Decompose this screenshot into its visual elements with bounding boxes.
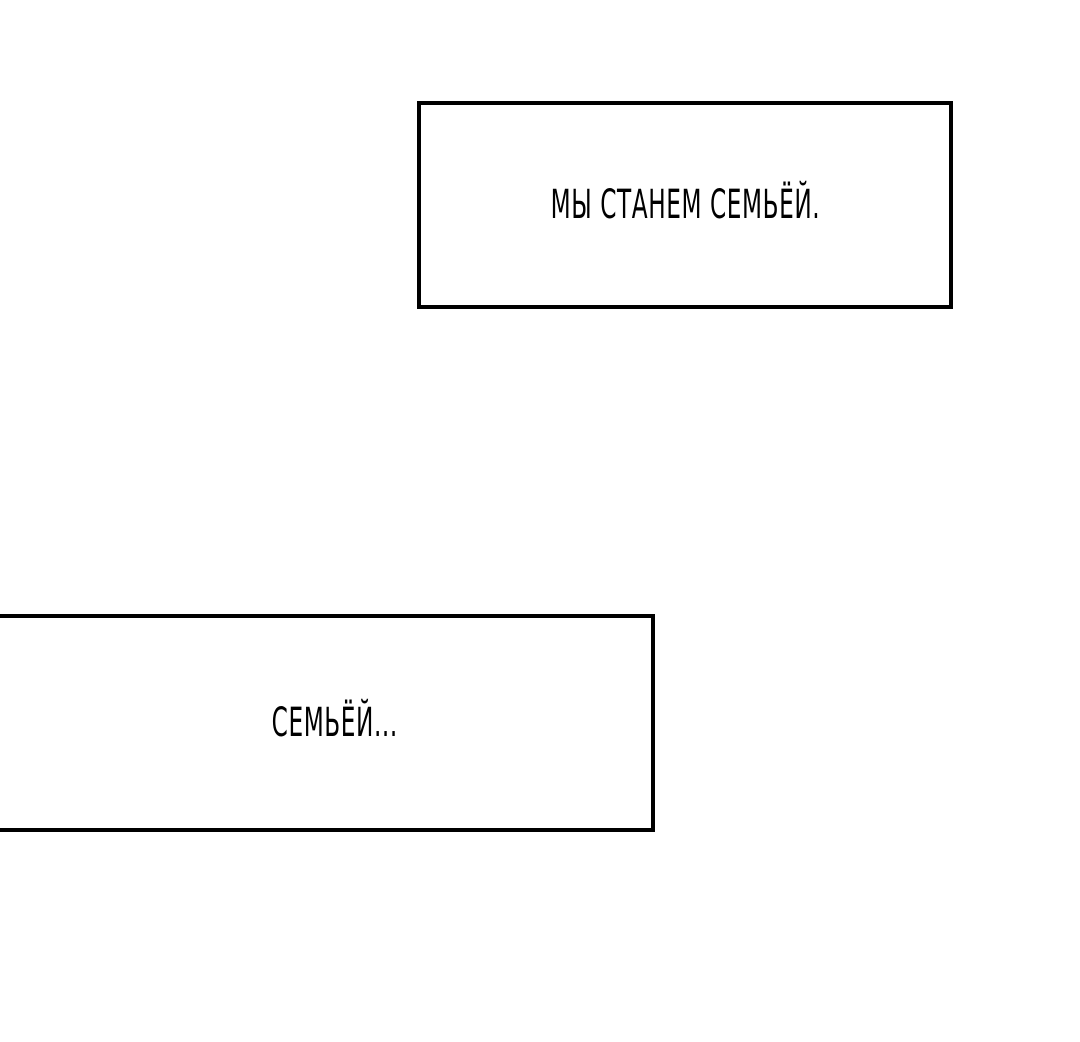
caption-text-top: МЫ СТАНЕМ СЕМЬЁЙ.	[550, 182, 820, 228]
caption-box-top: МЫ СТАНЕМ СЕМЬЁЙ.	[417, 101, 953, 309]
caption-box-bottom: СЕМЬЁЙ...	[0, 614, 655, 832]
caption-text-bottom: СЕМЬЁЙ...	[271, 700, 398, 746]
